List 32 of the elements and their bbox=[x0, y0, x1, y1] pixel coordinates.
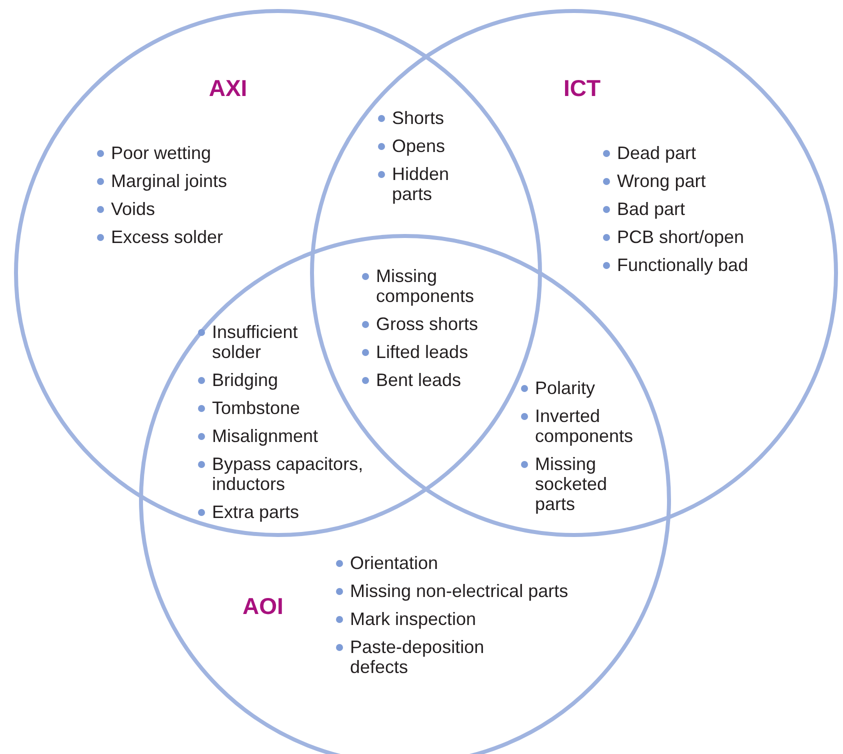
list-item: Bridging bbox=[212, 370, 278, 390]
list-item: Functionally bad bbox=[617, 255, 748, 275]
list-item: Orientation bbox=[350, 553, 438, 573]
list-item: Poor wetting bbox=[111, 143, 212, 163]
list-item: Bypass capacitors, inductors bbox=[212, 454, 364, 494]
list-item: Gross shorts bbox=[376, 314, 478, 334]
list-item: Hidden parts bbox=[392, 164, 450, 204]
circle-title: ICT bbox=[563, 74, 601, 102]
list-item: Marginal joints bbox=[111, 171, 228, 191]
list-item: Mark inspection bbox=[350, 609, 476, 629]
list-item: Missing socketed parts bbox=[535, 454, 608, 514]
list-item: Insufficient solder bbox=[212, 322, 299, 362]
circle-title: AOI bbox=[242, 592, 284, 620]
list-item: Dead part bbox=[617, 143, 696, 163]
list-item: Bad part bbox=[617, 199, 686, 219]
list-item: Inverted components bbox=[535, 406, 634, 446]
list-item: Bent leads bbox=[376, 370, 462, 390]
list-item: Voids bbox=[111, 199, 156, 219]
list-item: Wrong part bbox=[617, 171, 706, 191]
list-item: Excess solder bbox=[111, 227, 224, 247]
list-item: Lifted leads bbox=[376, 342, 468, 362]
list-item: Paste-deposition defects bbox=[350, 637, 486, 677]
circle-title: AXI bbox=[208, 74, 248, 102]
list-item: Misalignment bbox=[212, 426, 318, 446]
list-item: Missing components bbox=[376, 266, 476, 306]
list-item: Shorts bbox=[392, 108, 444, 128]
list-item: Polarity bbox=[535, 378, 596, 398]
list-item: Missing non-electrical parts bbox=[350, 581, 568, 601]
list-item: PCB short/open bbox=[617, 227, 744, 247]
list-item: Tombstone bbox=[212, 398, 300, 418]
list-item: Extra parts bbox=[212, 502, 300, 522]
list-item: Opens bbox=[392, 136, 446, 156]
